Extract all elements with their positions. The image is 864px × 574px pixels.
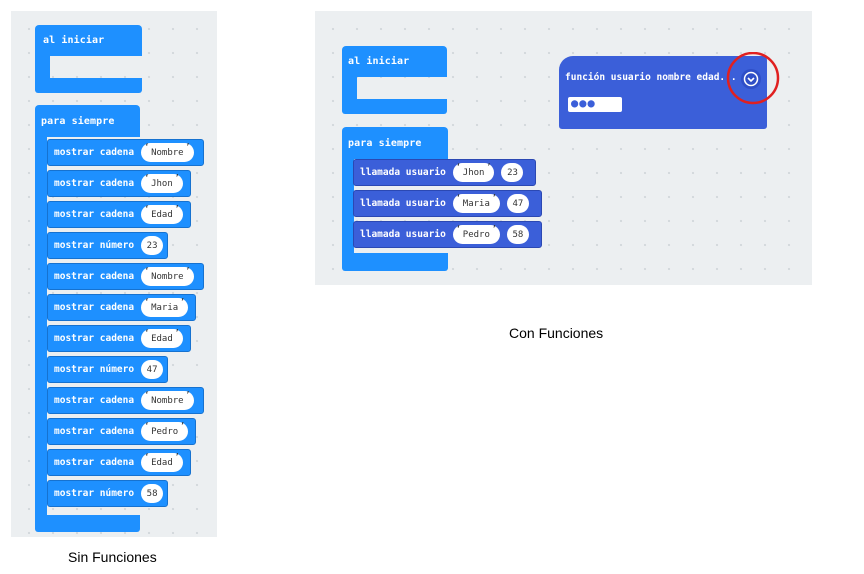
number-input[interactable]: 23 [141, 236, 164, 255]
age-input[interactable]: 23 [501, 163, 524, 182]
string-input[interactable]: Edad [141, 453, 183, 472]
string-input[interactable]: Maria [141, 298, 189, 317]
statement-label: mostrar cadena [54, 333, 135, 344]
show-statement[interactable]: mostrar cadena Edad [47, 449, 191, 476]
caption-with-functions: Con Funciones [509, 325, 604, 341]
call-user-statement[interactable]: llamada usuario Maria 47 [353, 190, 542, 217]
show-statement[interactable]: mostrar cadena Jhon [47, 170, 191, 197]
age-input[interactable]: 47 [506, 194, 529, 213]
forever-label: para siempre [41, 116, 115, 127]
show-statement[interactable]: mostrar cadena Maria [47, 294, 196, 321]
call-user-statement[interactable]: llamada usuario Pedro 58 [353, 221, 542, 248]
statement-label: mostrar número [54, 364, 135, 375]
string-input[interactable]: Nombre [141, 267, 194, 286]
call-label: llamada usuario [360, 198, 446, 209]
string-input[interactable]: Pedro [141, 422, 189, 441]
parameters-field[interactable]: ●●● [568, 96, 622, 112]
highlight-circle [726, 52, 780, 105]
show-statement[interactable]: mostrar cadena Edad [47, 325, 191, 352]
show-statement[interactable]: mostrar número 47 [47, 356, 168, 383]
forever-block-2[interactable]: para siempre [342, 127, 448, 271]
age-input[interactable]: 58 [506, 225, 529, 244]
number-input[interactable]: 58 [141, 484, 164, 503]
on-start-label: al iniciar [43, 35, 105, 46]
function-label: función usuario nombre edad... [565, 72, 737, 83]
call-label: llamada usuario [360, 229, 446, 240]
parameters-dots: ●●● [571, 96, 596, 110]
statement-label: mostrar cadena [54, 457, 135, 468]
statement-label: mostrar cadena [54, 426, 135, 437]
string-input[interactable]: Nombre [141, 391, 194, 410]
statement-label: mostrar cadena [54, 147, 135, 158]
statement-label: mostrar cadena [54, 302, 135, 313]
show-statement[interactable]: mostrar número 23 [47, 232, 168, 259]
statement-label: mostrar cadena [54, 271, 135, 282]
show-statement[interactable]: mostrar cadena Nombre [47, 139, 204, 166]
call-user-statement[interactable]: llamada usuario Jhon 23 [353, 159, 536, 186]
name-input[interactable]: Jhon [452, 163, 495, 182]
name-input[interactable]: Maria [452, 194, 500, 213]
show-statement[interactable]: mostrar cadena Pedro [47, 418, 196, 445]
string-input[interactable]: Edad [141, 329, 183, 348]
forever-label-2: para siempre [348, 138, 422, 149]
string-input[interactable]: Jhon [141, 174, 183, 193]
string-input[interactable]: Edad [141, 205, 183, 224]
on-start-block[interactable]: al iniciar [35, 25, 143, 93]
chevron-down-circle-icon [743, 71, 759, 87]
on-start-label-2: al iniciar [348, 56, 410, 67]
statement-label: mostrar número [54, 240, 135, 251]
string-input[interactable]: Nombre [141, 143, 194, 162]
show-statement[interactable]: mostrar cadena Nombre [47, 263, 204, 290]
call-label: llamada usuario [360, 167, 446, 178]
show-statement[interactable]: mostrar número 58 [47, 480, 168, 507]
expand-button[interactable] [741, 69, 761, 89]
caption-without-functions: Sin Funciones [68, 549, 157, 565]
forever-block[interactable]: para siempre [35, 105, 141, 532]
show-statement[interactable]: mostrar cadena Nombre [47, 387, 204, 414]
number-input[interactable]: 47 [141, 360, 164, 379]
statement-label: mostrar cadena [54, 178, 135, 189]
statement-label: mostrar cadena [54, 395, 135, 406]
statement-label: mostrar número [54, 488, 135, 499]
statement-label: mostrar cadena [54, 209, 135, 220]
name-input[interactable]: Pedro [452, 225, 500, 244]
on-start-block-2[interactable]: al iniciar [342, 46, 447, 114]
show-statement[interactable]: mostrar cadena Edad [47, 201, 191, 228]
